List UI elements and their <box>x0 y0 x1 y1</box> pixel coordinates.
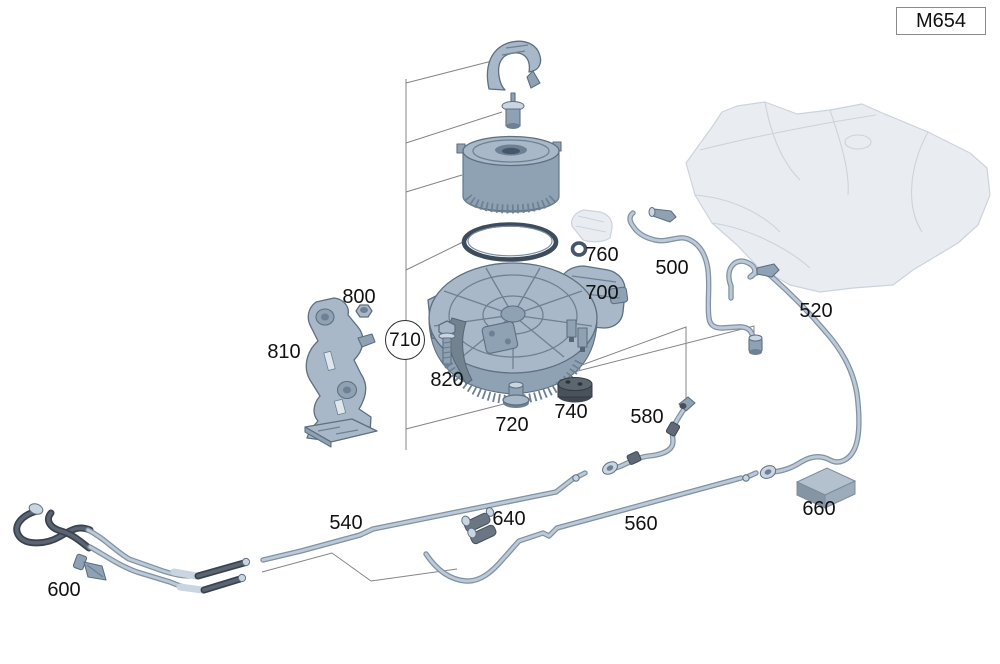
part-callout-800[interactable]: 800 <box>342 286 376 308</box>
cap-740 <box>557 377 593 403</box>
model-code-box: M654 <box>896 7 986 35</box>
box-660 <box>795 467 857 509</box>
hose-580 <box>602 396 696 475</box>
pump-module-700 <box>427 262 629 405</box>
part-callout-500[interactable]: 500 <box>655 257 689 279</box>
part-callout-710[interactable]: 710 <box>385 320 425 360</box>
pipe-520 <box>729 261 859 479</box>
part-callout-640[interactable]: 640 <box>492 508 526 530</box>
part-callout-520[interactable]: 520 <box>799 300 833 322</box>
nut-800 <box>355 304 373 318</box>
model-code-label: M654 <box>915 9 967 32</box>
part-callout-580[interactable]: 580 <box>630 406 664 428</box>
leader-lines <box>261 60 755 582</box>
part-callout-720[interactable]: 720 <box>495 414 529 436</box>
bolt-820 <box>438 320 456 369</box>
hose-assembly-600 <box>13 503 251 594</box>
pipe-500 <box>630 207 763 355</box>
pipe-560 <box>426 473 756 581</box>
fuel-tank-ghost <box>685 101 991 293</box>
filter-cartridge <box>456 135 562 214</box>
part-callout-820[interactable]: 820 <box>430 369 464 391</box>
filter-clamp-bracket <box>486 40 542 91</box>
filter-o-ring <box>461 222 559 262</box>
part-callout-600[interactable]: 600 <box>47 579 81 601</box>
seal-kit-760 <box>570 209 613 257</box>
part-callout-660[interactable]: 660 <box>802 498 836 520</box>
connector-640 <box>461 507 497 545</box>
part-callout-540[interactable]: 540 <box>329 512 363 534</box>
part-callout-760[interactable]: 760 <box>585 244 619 266</box>
part-callout-560[interactable]: 560 <box>624 513 658 535</box>
part-callout-810[interactable]: 810 <box>267 341 301 363</box>
mounting-bracket-810 <box>304 297 378 448</box>
plug-720 <box>502 381 530 408</box>
pipe-540 <box>263 473 585 560</box>
filter-bolt <box>501 92 525 129</box>
part-callout-740[interactable]: 740 <box>554 401 588 423</box>
part-callout-700[interactable]: 700 <box>585 282 619 304</box>
